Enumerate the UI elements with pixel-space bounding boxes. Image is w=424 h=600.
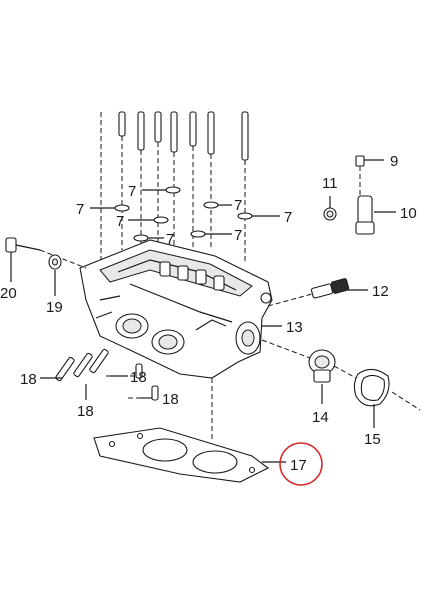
part-12-sensor (267, 278, 350, 307)
callout-7: 7 (116, 213, 124, 230)
callout-7: 7 (234, 227, 242, 244)
leader-lines (10, 159, 396, 463)
callout-19: 19 (46, 299, 63, 316)
callout-13: 13 (286, 319, 303, 336)
callout-7: 7 (76, 201, 84, 218)
callout-18: 18 (130, 369, 147, 386)
dowel-pins (55, 348, 159, 401)
part-9-10-11-assembly (323, 155, 375, 235)
head-gasket (93, 427, 270, 483)
callout-labels: 7 7 7 7 7 7 7 9 10 11 12 13 14 15 17 18 … (0, 153, 417, 474)
callout-7: 7 (166, 231, 174, 248)
callout-9: 9 (390, 153, 398, 170)
callout-18: 18 (162, 391, 179, 408)
callout-18: 18 (77, 403, 94, 420)
callout-7: 7 (234, 197, 242, 214)
cylinder-head (79, 239, 273, 440)
callout-7: 7 (128, 183, 136, 200)
part-19-washer (48, 254, 62, 270)
callout-7: 7 (284, 209, 292, 226)
washers (114, 186, 253, 242)
highlight-circle (279, 442, 323, 486)
callout-11: 11 (322, 175, 338, 192)
callout-14: 14 (312, 409, 329, 426)
callout-12: 12 (372, 283, 389, 300)
part-14-thermostat (261, 339, 336, 383)
part-20-bolt (5, 237, 87, 269)
callout-20: 20 (0, 285, 17, 302)
part-15-gasket (333, 365, 421, 411)
callout-15: 15 (364, 431, 381, 448)
callout-10: 10 (400, 205, 417, 222)
callout-18: 18 (20, 371, 37, 388)
callout-17: 17 (290, 457, 307, 474)
